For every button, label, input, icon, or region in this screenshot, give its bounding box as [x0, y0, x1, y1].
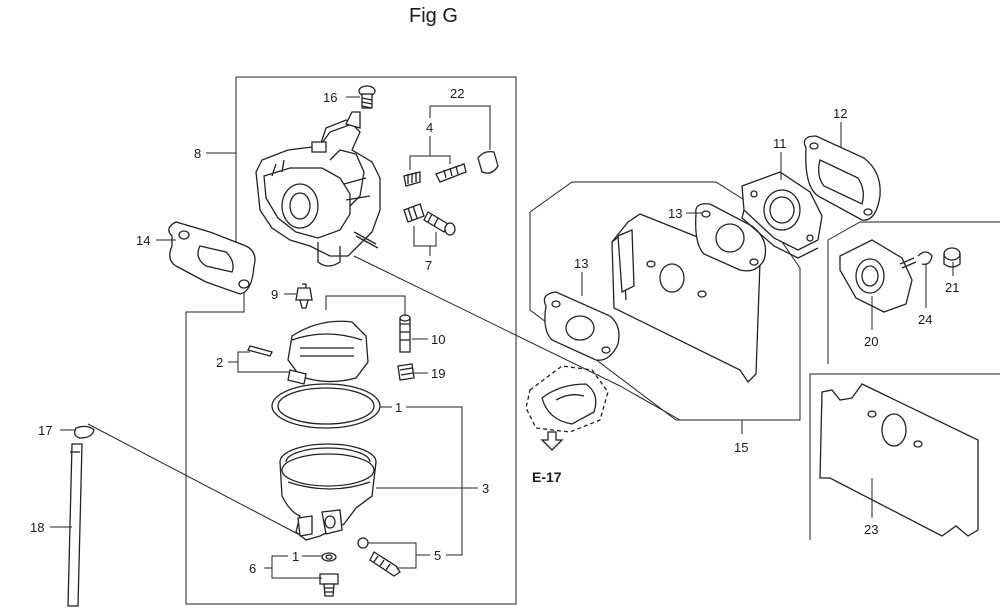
callout-19: 19: [431, 366, 445, 381]
main-jet-10: [399, 314, 411, 353]
callout-13-right: 13: [668, 206, 682, 221]
callout-24: 24: [918, 312, 932, 327]
callout-9: 9: [271, 287, 278, 302]
reference-label: E-17: [532, 469, 562, 485]
gasket-12: [803, 135, 881, 221]
fuel-clip-17: [74, 425, 95, 439]
callout-10: 10: [431, 332, 445, 347]
callout-12: 12: [833, 106, 847, 121]
jet-nozzle-19: [397, 363, 415, 381]
gasket-13-left: [543, 291, 620, 361]
callout-3: 3: [482, 481, 489, 496]
float-chamber-o-ring: [271, 383, 381, 429]
float-chamber: [279, 443, 377, 541]
float-assembly: [247, 320, 369, 385]
carburetor-body: [255, 111, 381, 267]
callout-23: 23: [864, 522, 878, 537]
callout-17: 17: [38, 423, 52, 438]
callout-16: 16: [323, 90, 337, 105]
pilot-screw-set: [403, 150, 499, 187]
callout-22: 22: [450, 86, 464, 101]
callout-14: 14: [136, 233, 150, 248]
figure-title: Fig G: [409, 5, 458, 27]
callout-13-left: 13: [574, 256, 588, 271]
drain-bolt: [319, 573, 339, 597]
clip-24: [917, 251, 933, 265]
callout-18: 18: [30, 520, 44, 535]
callout-1-washer: 1: [292, 549, 299, 564]
callout-1-o-ring: 1: [395, 400, 402, 415]
callout-8: 8: [194, 146, 201, 161]
insulator-gasket: [168, 221, 256, 295]
drain-washer: [321, 552, 337, 562]
leader-lines: [50, 96, 954, 579]
gasket-23-frame: [809, 373, 1000, 540]
callout-5: 5: [434, 548, 441, 563]
callout-15: 15: [734, 440, 748, 455]
pulse-plate-frame: [827, 221, 1000, 364]
callout-21: 21: [945, 280, 959, 295]
gasket-13-right: [695, 203, 767, 272]
callout-2: 2: [216, 355, 223, 370]
callout-4: 4: [426, 120, 433, 135]
breather-tube-reference: [525, 365, 609, 451]
gasket-23: [819, 383, 979, 537]
fuel-tube-18: [67, 443, 83, 607]
callout-6: 6: [249, 561, 256, 576]
callout-7: 7: [425, 258, 432, 273]
callout-labels: 16 22 4 7 8 14 9 2 10 19 1 3 5 1 6 17 18…: [30, 86, 959, 576]
cap-21: [943, 247, 961, 268]
insulator-11: [741, 171, 823, 259]
throttle-stop-screw-set: [403, 203, 456, 236]
drain-screw-9: [295, 283, 313, 309]
screw-16: [358, 85, 376, 109]
drain-screw-set-5: [357, 537, 401, 577]
callout-20: 20: [864, 334, 878, 349]
pulse-plate-20: [839, 239, 917, 313]
callout-11: 11: [773, 136, 787, 151]
